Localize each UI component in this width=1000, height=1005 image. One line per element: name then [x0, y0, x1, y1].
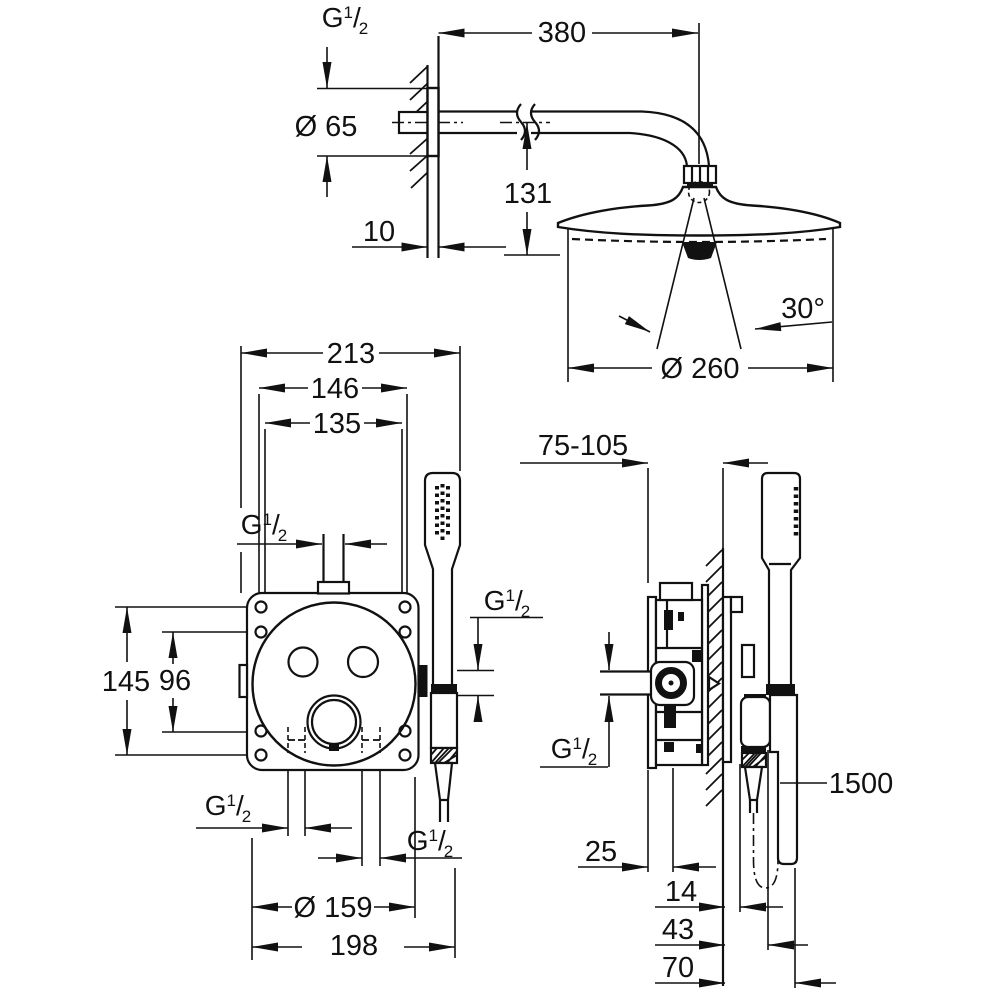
spray-angle-line-left	[656, 197, 695, 350]
bottom-connection-marks	[287, 727, 381, 753]
hand-shower-front	[423, 471, 462, 822]
control-hole-right	[346, 645, 380, 679]
arm-elbow-outer	[641, 110, 711, 167]
dim-spray-angle: 30°	[781, 293, 825, 325]
screw-holes	[254, 600, 412, 762]
spray-angle-arrow-left	[618, 315, 651, 333]
dim-head-diameter: Ø 260	[661, 353, 740, 385]
arm-elbow-inner	[629, 131, 689, 167]
dim-thread-supply: G1/2	[551, 733, 598, 769]
top-view-shower-arm-and-head	[392, 36, 842, 350]
side-view-dimensions: 75-105 G1/2 1500 25 14 43 70	[520, 430, 893, 988]
dim-hose-length: 1500	[829, 768, 894, 800]
dim-thread-bottom-right: G1/2	[407, 825, 454, 861]
spray-center-outlet	[682, 242, 717, 260]
trim-plate	[721, 595, 733, 764]
hose-nut-side	[740, 751, 768, 769]
spray-angle-line-right	[703, 197, 742, 350]
concealed-valve-body	[600, 581, 722, 770]
top-view-dimensions: G1/2 Ø 65 380 131 10 30° Ø 260	[295, 2, 834, 385]
thermostat-notch	[329, 743, 339, 751]
shower-arm	[438, 103, 711, 167]
front-view-mixer	[115, 346, 462, 960]
spray-face-dots	[435, 484, 450, 540]
dim-thread-arm: G1/2	[322, 2, 369, 38]
handle-lower	[429, 691, 459, 750]
valve-center	[668, 680, 674, 686]
shower-hose-loop	[752, 813, 779, 889]
valve-ring	[655, 667, 687, 699]
hose-cone-side	[743, 765, 764, 802]
head-shower	[556, 185, 842, 237]
supply-pipe-fill	[600, 672, 652, 694]
grip-band	[431, 684, 457, 693]
dim-body-width: 198	[330, 930, 378, 962]
handshower-holder-bracket	[418, 665, 428, 697]
control-hole-left	[287, 646, 319, 678]
spray-angle-arrow-right	[754, 321, 833, 332]
dim-hole-height-inner: 96	[159, 665, 191, 697]
hand-shower-tail	[768, 693, 799, 866]
dim-arm-length: 380	[538, 17, 586, 49]
holder-arm	[740, 643, 756, 679]
mounting-tab-left	[238, 663, 249, 699]
side-bottom-extension-lines	[647, 750, 796, 988]
front-extension-lines	[115, 346, 461, 960]
front-view-dimensions: 213 146 135 G1/2 145 96 G1/2 G1/2 G1/2 Ø…	[102, 338, 543, 962]
dim-hole-span-inner: 135	[313, 408, 361, 440]
dim-install-depth: 75-105	[538, 430, 628, 462]
dim-hole-span-outer: 146	[311, 373, 359, 405]
dim-thread-holder: G1/2	[484, 585, 531, 621]
dim-plate-offset: 14	[665, 876, 697, 908]
knob-bottom-band	[741, 746, 766, 753]
dim-escutcheon-diameter: Ø 65	[295, 111, 358, 143]
dim-head-height: 131	[504, 178, 552, 210]
side-view-section	[600, 471, 802, 986]
hose-nut-front	[429, 746, 459, 765]
rosette-circle	[251, 601, 417, 767]
dim-thread-bottom-left: G1/2	[205, 790, 252, 826]
dim-handshower-offset: 70	[662, 952, 694, 984]
arm-escutcheon	[426, 86, 440, 158]
spray-nozzle-band	[571, 237, 827, 244]
hose-cone-front	[433, 761, 454, 802]
dim-hole-height-outer: 145	[102, 666, 150, 698]
dim-thread-top-stub: G1/2	[241, 509, 288, 545]
ball-joint-dashed	[687, 180, 711, 204]
dim-knob-offset: 43	[662, 914, 694, 946]
dim-box-depth: 25	[585, 836, 617, 868]
dim-wall-thickness: 10	[363, 216, 395, 248]
thermostat-knob-side	[739, 695, 772, 749]
hand-shower-side	[760, 471, 802, 695]
grip-band-side	[766, 684, 795, 695]
holder-top	[729, 595, 744, 614]
top-stub-flange	[316, 580, 351, 595]
dim-rosette-diameter: Ø 159	[294, 892, 373, 924]
dim-total-width: 213	[327, 338, 375, 370]
seal-wedge	[707, 674, 722, 693]
